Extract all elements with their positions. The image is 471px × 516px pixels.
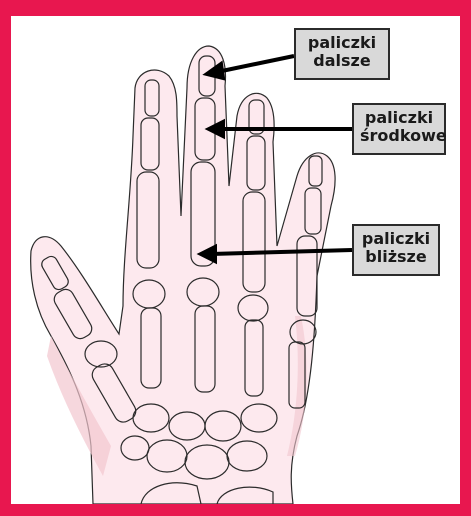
label-proximal-line2: bliższe (360, 248, 432, 266)
arrow-distal (217, 56, 294, 72)
hand-outline (31, 46, 335, 504)
label-proximal-line1: paliczki (360, 230, 432, 248)
label-middle-line1: paliczki (360, 109, 438, 127)
diagram-panel: paliczki dalsze paliczki środkowe palicz… (11, 16, 460, 504)
label-distal-line2: dalsze (302, 52, 382, 70)
label-middle-line2: środkowe (360, 127, 438, 145)
label-proximal-phalanges: paliczki bliższe (352, 224, 440, 276)
label-distal-phalanges: paliczki dalsze (294, 28, 390, 80)
header-bar (0, 0, 471, 16)
label-middle-phalanges: paliczki środkowe (352, 103, 446, 155)
label-distal-line1: paliczki (302, 34, 382, 52)
